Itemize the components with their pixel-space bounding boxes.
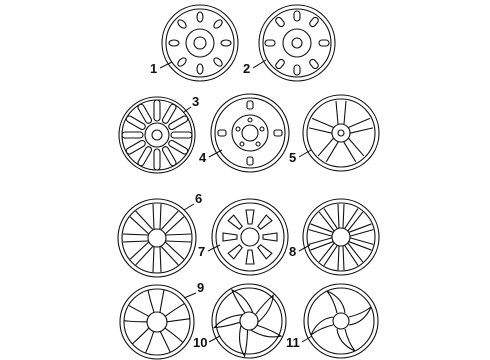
svg-text:1: 1 xyxy=(150,61,157,76)
svg-text:9: 9 xyxy=(197,280,204,295)
wheel-9 xyxy=(119,284,195,360)
wheel-1 xyxy=(161,4,239,82)
svg-text:3: 3 xyxy=(192,94,199,109)
svg-text:5: 5 xyxy=(289,150,296,165)
callout-4: 4 xyxy=(199,149,223,165)
wheel-2 xyxy=(258,4,336,82)
callout-6: 6 xyxy=(183,191,202,211)
wheel-8 xyxy=(302,198,380,276)
callout-1: 1 xyxy=(150,61,173,76)
wheel-3 xyxy=(118,96,196,174)
svg-text:2: 2 xyxy=(243,61,250,76)
callout-2: 2 xyxy=(243,59,267,76)
wheel-4 xyxy=(210,93,290,173)
svg-text:4: 4 xyxy=(199,150,207,165)
svg-text:7: 7 xyxy=(198,244,205,259)
wheel-7 xyxy=(211,198,289,276)
callout-5: 5 xyxy=(289,149,312,165)
wheel-6 xyxy=(117,198,197,278)
callout-3: 3 xyxy=(183,94,199,113)
callout-11: 11 xyxy=(286,335,313,350)
svg-text:8: 8 xyxy=(289,244,296,259)
svg-text:11: 11 xyxy=(286,335,300,350)
svg-text:10: 10 xyxy=(193,335,207,350)
callout-9: 9 xyxy=(183,280,204,299)
wheel-10 xyxy=(211,283,287,359)
svg-text:6: 6 xyxy=(195,191,202,206)
wheel-5 xyxy=(302,94,380,172)
wheel-11 xyxy=(303,283,379,359)
callout-10: 10 xyxy=(193,335,221,350)
callout-8: 8 xyxy=(289,244,311,259)
callout-7: 7 xyxy=(198,244,221,259)
